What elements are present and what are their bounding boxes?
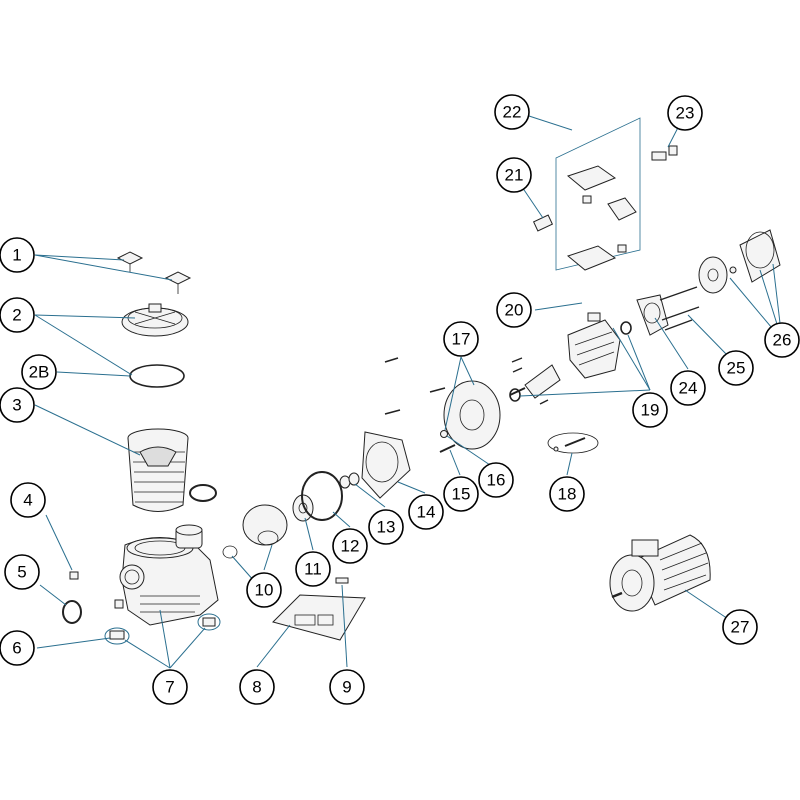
part-mechanical-seal (339, 472, 360, 489)
svg-text:2: 2 (12, 306, 21, 325)
part-terminal-box-group (555, 117, 641, 271)
svg-text:2B: 2B (29, 363, 50, 382)
svg-text:23: 23 (676, 104, 695, 123)
callout-24: 24 (670, 370, 706, 406)
callout-17: 17 (443, 321, 479, 357)
callout-14: 14 (408, 494, 444, 530)
part-screws (547, 432, 599, 454)
callout-1: 1 (0, 237, 35, 273)
part-seal-plate-o-ring (301, 471, 343, 521)
part-pump-body (119, 524, 219, 626)
callout-27: 27 (722, 609, 758, 645)
part-fan-and-cover (698, 229, 781, 294)
callout-13: 13 (368, 509, 404, 545)
callout-5: 5 (4, 554, 40, 590)
svg-text:6: 6 (12, 639, 21, 658)
svg-text:20: 20 (505, 301, 524, 320)
callout-2: 2 (0, 297, 35, 333)
svg-text:19: 19 (641, 401, 660, 420)
svg-text:1: 1 (12, 246, 21, 265)
svg-text:5: 5 (17, 563, 26, 582)
callout-15: 15 (443, 476, 479, 512)
svg-text:14: 14 (417, 503, 436, 522)
part-motor-internals (509, 312, 632, 405)
svg-text:22: 22 (503, 103, 522, 122)
callout-3: 3 (0, 387, 35, 423)
callout-11: 11 (295, 551, 331, 587)
callout-26: 26 (764, 322, 800, 358)
svg-text:10: 10 (255, 581, 274, 600)
svg-text:21: 21 (505, 166, 524, 185)
part-diffuser (222, 504, 288, 559)
part-pump-base (272, 594, 366, 641)
part-seal-plate (361, 431, 411, 499)
callout-18: 18 (549, 476, 585, 512)
part-cable-gland (651, 145, 678, 161)
part-rear-housing (636, 286, 700, 336)
callout-4: 4 (10, 482, 46, 518)
callout-12: 12 (332, 528, 368, 564)
svg-text:17: 17 (452, 330, 471, 349)
svg-text:27: 27 (731, 618, 750, 637)
callout-22: 22 (494, 94, 530, 130)
svg-text:26: 26 (773, 331, 792, 350)
part-drain-plug (69, 571, 79, 580)
callout-23: 23 (667, 95, 703, 131)
callout-7: 7 (152, 669, 188, 705)
svg-text:12: 12 (341, 537, 360, 556)
part-lid-knob (116, 251, 192, 294)
part-capacitor (532, 214, 554, 232)
svg-text:8: 8 (252, 678, 261, 697)
part-base-clip (335, 577, 349, 584)
svg-text:9: 9 (342, 678, 351, 697)
svg-text:15: 15 (452, 485, 471, 504)
part-drain-o-ring (62, 600, 82, 624)
callout-20: 20 (496, 292, 532, 328)
callout-10: 10 (246, 572, 282, 608)
svg-text:7: 7 (165, 678, 174, 697)
svg-text:18: 18 (558, 485, 577, 504)
svg-text:11: 11 (304, 560, 322, 579)
callout-21: 21 (496, 157, 532, 193)
callout-9: 9 (329, 669, 365, 705)
part-complete-motor (609, 534, 711, 612)
callout-19: 19 (632, 392, 668, 428)
svg-text:13: 13 (377, 518, 396, 537)
callout-25: 25 (718, 350, 754, 386)
callout-6: 6 (0, 630, 35, 666)
callout-2b: 2B (21, 354, 57, 390)
svg-text:16: 16 (487, 471, 506, 490)
svg-text:25: 25 (727, 359, 746, 378)
callout-16: 16 (478, 462, 514, 498)
part-lid-o-ring (129, 364, 185, 388)
part-pump-lid (121, 303, 189, 337)
svg-text:3: 3 (12, 396, 21, 415)
part-small-ring (189, 484, 217, 502)
svg-text:24: 24 (679, 379, 698, 398)
part-motor-flange (384, 357, 501, 453)
part-strainer-basket (127, 428, 189, 512)
callout-8: 8 (239, 669, 275, 705)
svg-text:4: 4 (23, 491, 32, 510)
part-fittings (109, 599, 216, 640)
